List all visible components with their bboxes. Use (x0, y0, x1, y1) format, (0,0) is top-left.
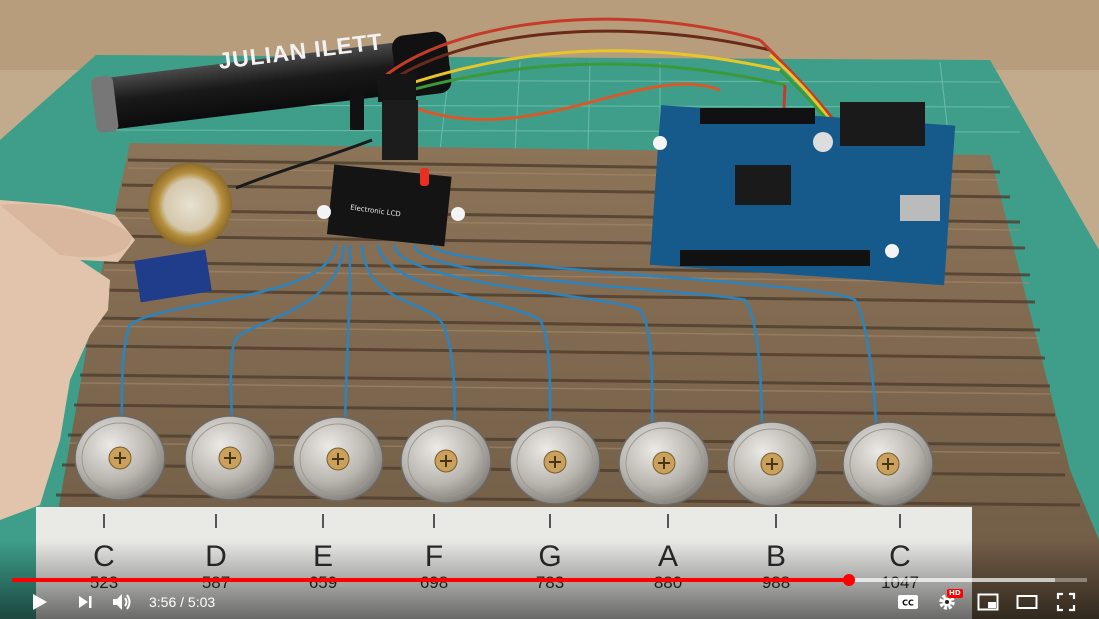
coin-key (618, 420, 710, 506)
coin-key (509, 419, 601, 505)
hd-badge: HD (947, 589, 963, 598)
coin-key (184, 415, 276, 501)
progress-played (12, 578, 850, 582)
theater-mode-button[interactable] (1014, 589, 1040, 615)
coin-key (726, 421, 818, 507)
player-controls: 3:56 / 5:03 CC HD (0, 586, 1099, 619)
coin-key (842, 421, 934, 507)
coin-key (74, 415, 166, 501)
play-button[interactable] (26, 589, 52, 615)
volume-icon (113, 594, 131, 610)
current-time: 3:56 (149, 594, 177, 610)
time-display: 3:56 / 5:03 (149, 594, 215, 610)
note-tick (322, 514, 324, 528)
coin-key (400, 418, 492, 504)
note-tick (899, 514, 901, 528)
time-separator: / (180, 594, 185, 610)
note-tick (433, 514, 435, 528)
scrubber-handle[interactable] (843, 574, 856, 586)
fullscreen-button[interactable] (1053, 589, 1079, 615)
note-tick (103, 514, 105, 528)
svg-text:CC: CC (902, 599, 914, 608)
miniplayer-icon (977, 593, 999, 611)
volume-button[interactable] (108, 589, 136, 615)
next-icon (79, 596, 92, 608)
captions-button[interactable]: CC (895, 589, 921, 615)
theater-icon (1016, 595, 1038, 609)
settings-button[interactable]: HD (934, 589, 963, 615)
note-tick (667, 514, 669, 528)
duration: 5:03 (187, 594, 216, 610)
captions-icon: CC (898, 595, 918, 609)
gear-icon (939, 594, 955, 610)
play-icon (33, 594, 47, 610)
progress-bar[interactable] (12, 574, 1087, 586)
fullscreen-icon (1056, 592, 1076, 612)
note-tick (549, 514, 551, 528)
note-tick (775, 514, 777, 528)
coin-key (292, 416, 384, 502)
note-tick (215, 514, 217, 528)
next-button[interactable] (72, 589, 98, 615)
miniplayer-button[interactable] (975, 589, 1001, 615)
